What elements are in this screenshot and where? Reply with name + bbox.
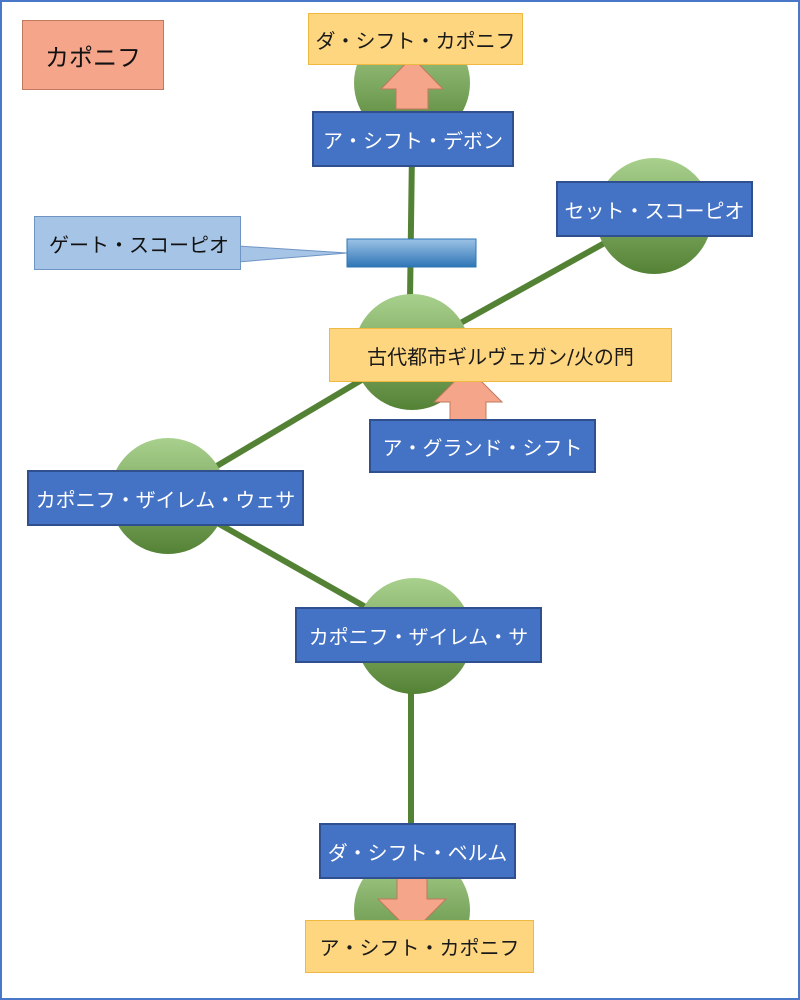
label-a-shift-debon: ア・シフト・デボン (312, 111, 514, 167)
link-debon-to-ancient (407, 149, 415, 301)
label-ancient-city: 古代都市ギルヴェガン/火の門 (329, 328, 672, 382)
label-da-shift-belum: ダ・シフト・ベルム (319, 823, 516, 879)
label-da-shift-caponif: ダ・シフト・カポニフ (308, 13, 523, 65)
label-caponif-zairem-sa: カポニフ・ザイレム・サ (295, 607, 542, 663)
gate-callout-pointer (237, 245, 348, 263)
gate-bar (346, 238, 477, 268)
title-box: カポニフ (22, 20, 164, 90)
label-set-scorpio: セット・スコーピオ (556, 181, 753, 237)
down-arrow-bottom (376, 877, 448, 934)
label-a-shift-caponif: ア・シフト・カポニフ (305, 920, 534, 973)
up-arrow-top (379, 56, 445, 110)
label-caponif-zairem-wesa: カポニフ・ザイレム・ウェサ (27, 470, 304, 526)
label-a-grand-shift: ア・グランド・シフト (369, 419, 596, 473)
callout-gate-scorpio: ゲート・スコーピオ (34, 216, 241, 270)
